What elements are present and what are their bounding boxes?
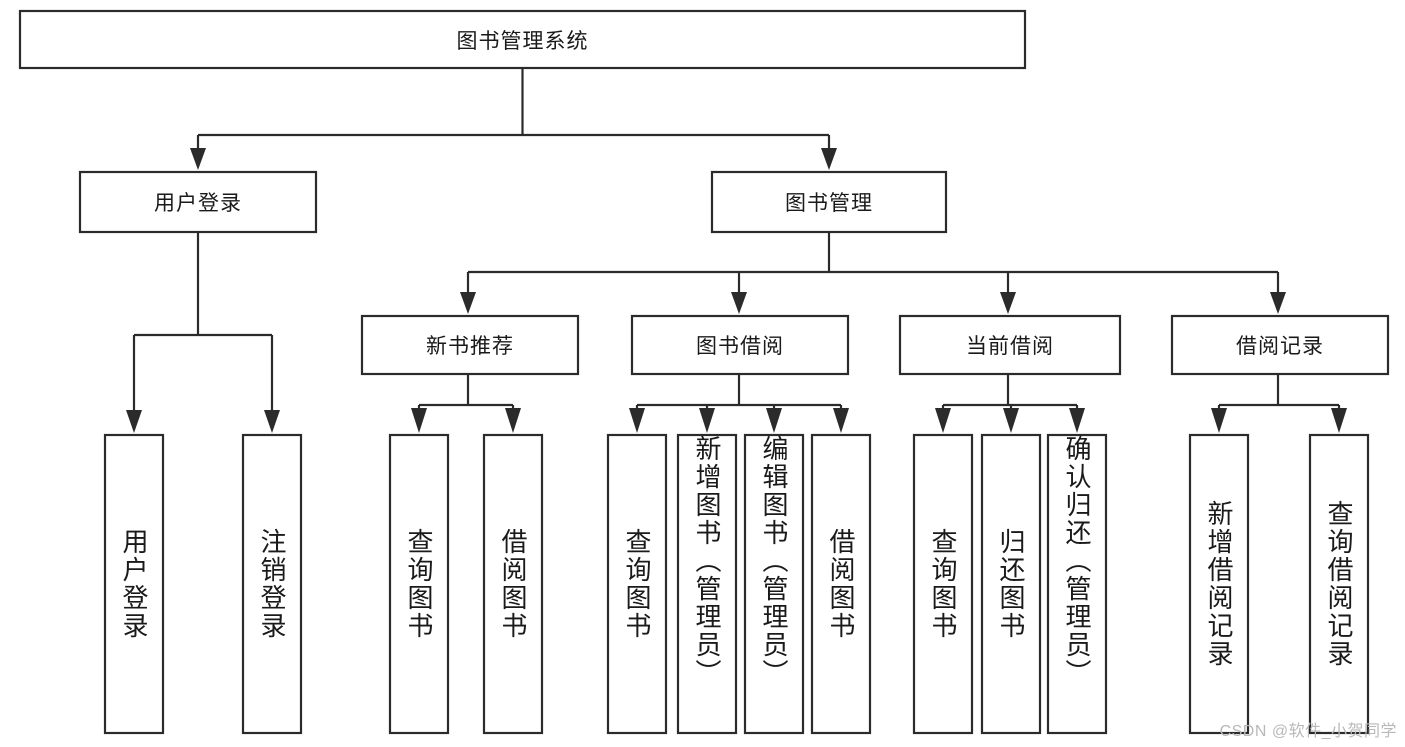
csdn-watermark: CSDN @软件_小贺同学 (1219, 723, 1397, 740)
node-box-book-management[interactable] (710, 170, 948, 234)
node-box-leaf-query-book-borrow[interactable] (606, 433, 668, 735)
arrowhead-leaf-query-borrow-record (1331, 408, 1347, 433)
arrowhead-user-login (190, 148, 206, 170)
node-box-leaf-logout[interactable] (241, 433, 303, 735)
node-box-leaf-query-book-current[interactable] (912, 433, 974, 735)
arrowhead-leaf-user-login (126, 410, 142, 433)
node-box-leaf-return-book[interactable] (980, 433, 1042, 735)
node-box-leaf-borrow-book-recommend[interactable] (482, 433, 544, 735)
arrowhead-leaf-logout (264, 410, 280, 433)
connector-current-borrow-to-leaves (935, 374, 1085, 433)
arrowhead-book-borrow (731, 292, 747, 314)
node-box-borrow-record[interactable] (1170, 314, 1390, 376)
arrowhead-leaf-return-book (1003, 408, 1019, 433)
node-box-book-borrow[interactable] (630, 314, 850, 376)
node-box-leaf-borrow-book[interactable] (810, 433, 872, 735)
node-box-new-book-recommend[interactable] (360, 314, 580, 376)
connector-book-borrow-to-leaves (629, 374, 849, 433)
node-box-current-borrow[interactable] (898, 314, 1122, 376)
connector-book-management-to-level2 (460, 232, 1286, 314)
node-box-user-login[interactable] (78, 170, 318, 234)
connector-borrow-record-to-leaves (1211, 374, 1347, 433)
arrowhead-leaf-borrow-book-recommend (505, 408, 521, 433)
arrowhead-book-management (821, 148, 837, 170)
node-box-leaf-query-borrow-record[interactable] (1308, 433, 1370, 735)
arrowhead-leaf-query-book-borrow (629, 408, 645, 433)
arrowhead-leaf-edit-book-admin (766, 408, 782, 433)
arrowhead-leaf-query-book-recommend (411, 408, 427, 433)
node-box-leaf-add-borrow-record[interactable] (1188, 433, 1250, 735)
arrowhead-leaf-add-borrow-record (1211, 408, 1227, 433)
arrowhead-leaf-confirm-return-admin (1069, 408, 1085, 433)
node-box-leaf-confirm-return-admin[interactable] (1046, 433, 1108, 735)
arrowhead-current-borrow (1000, 292, 1016, 314)
arrowhead-leaf-query-book-current (935, 408, 951, 433)
connector-user-login-to-leaves (126, 232, 280, 433)
node-box-leaf-edit-book-admin[interactable] (743, 433, 805, 735)
arrowhead-leaf-add-book-admin (699, 408, 715, 433)
arrowhead-new-book-recommend (460, 292, 476, 314)
node-box-leaf-user-login[interactable] (103, 433, 165, 735)
node-box-leaf-query-book-recommend[interactable] (388, 433, 450, 735)
arrowhead-leaf-borrow-book (833, 408, 849, 433)
connector-root-to-level1 (190, 68, 837, 170)
connector-new-book-recommend-to-leaves (411, 374, 521, 433)
node-box-leaf-add-book-admin[interactable] (676, 433, 738, 735)
arrowhead-borrow-record (1270, 292, 1286, 314)
node-box-root[interactable] (18, 9, 1027, 70)
